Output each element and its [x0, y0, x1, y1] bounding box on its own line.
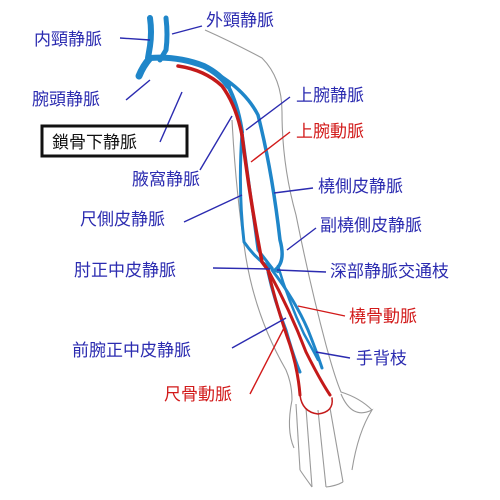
label-radial-artery: 橈骨動脈	[349, 307, 417, 327]
radial-artery	[266, 268, 332, 397]
label-cephalic: 橈側皮静脈	[318, 177, 403, 197]
cephalic-vein	[186, 58, 284, 272]
brachiocephalic-vein	[135, 54, 154, 80]
palmar-arch	[299, 394, 333, 415]
veins	[135, 15, 324, 374]
label-ulnar-artery: 尺骨動脈	[164, 385, 232, 405]
internal-jugular-vein	[145, 15, 154, 61]
external-jugular-vein	[157, 15, 170, 63]
label-brachiocephalic: 腕頭静脈	[32, 90, 100, 110]
label-median-antebrachial: 前腕正中皮静脈	[72, 341, 191, 361]
label-axillary: 腋窩静脈	[132, 170, 200, 190]
label-internal-jugular: 内頸静脈	[34, 30, 102, 50]
arteries	[176, 64, 333, 415]
label-median-cubital: 肘正中皮静脈	[74, 261, 176, 281]
label-deep-communicating: 深部静脈交通枝	[330, 262, 449, 282]
arm-outline	[204, 29, 374, 488]
labels: 内頸静脈 外頸静脈 腕頭静脈 鎖骨下静脈 腋窩静脈 尺側皮静脈 肘正中皮静脈 前…	[32, 11, 449, 405]
label-brachial-vein: 上腕静脈	[296, 86, 364, 106]
label-external-jugular: 外頸静脈	[206, 11, 274, 31]
leader-lines	[119, 25, 351, 395]
forearm-vein-b	[276, 264, 320, 362]
subclavian-highlight-box	[40, 124, 189, 158]
label-dorsal-hand: 手背枝	[356, 349, 407, 369]
label-basilic: 尺側皮静脈	[80, 210, 165, 230]
subclavian-artery	[176, 64, 244, 137]
label-brachial-artery: 上腕動脈	[296, 122, 364, 142]
brachial-artery	[240, 133, 270, 272]
label-accessory-cephalic: 副橈側皮静脈	[320, 216, 422, 236]
label-subclavian: 鎖骨下静脈	[52, 133, 137, 153]
ulnar-artery	[266, 268, 302, 397]
